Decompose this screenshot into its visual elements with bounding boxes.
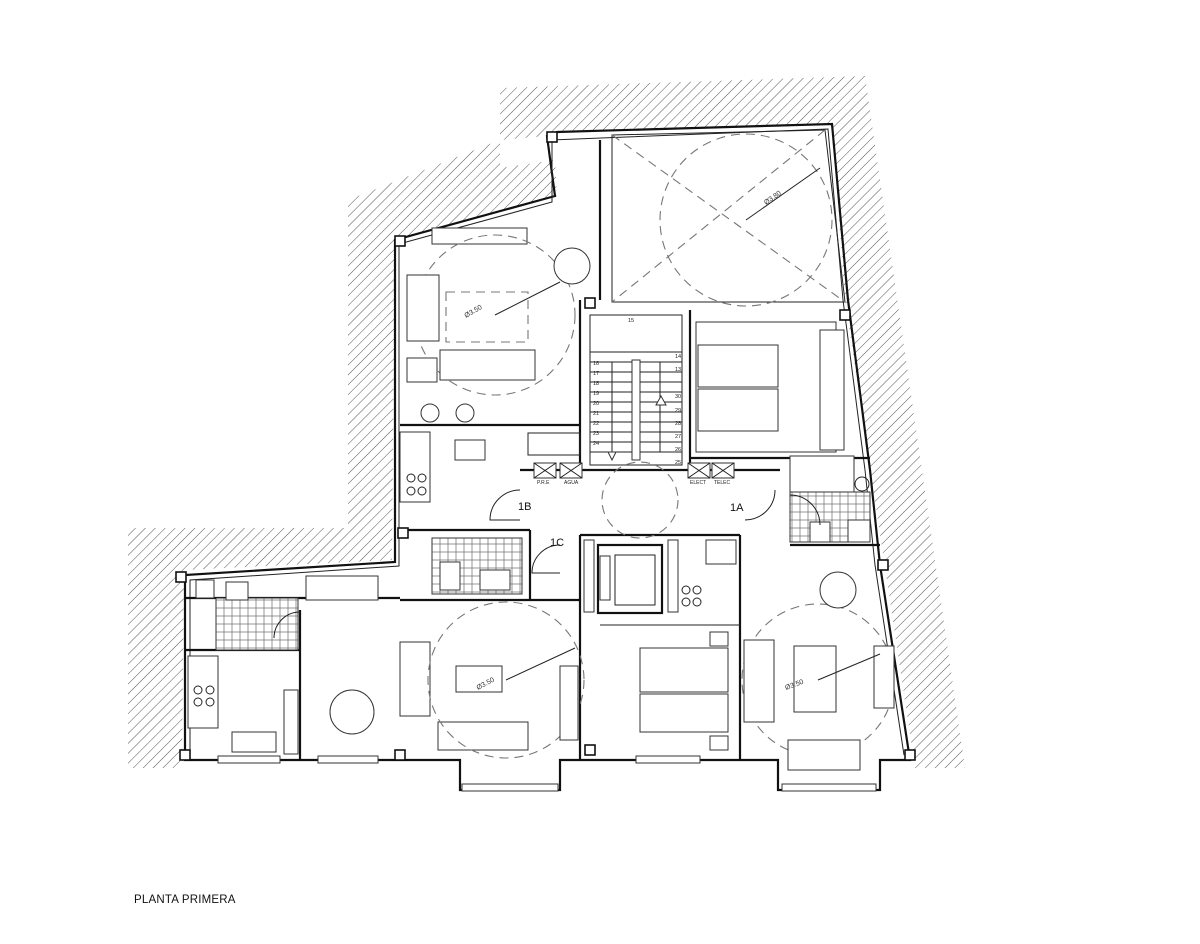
unit-1c [187,575,585,759]
unit-1b-living [406,227,591,423]
unit-1a [639,321,895,771]
step-number: 29 [675,408,681,414]
living-1b-diameter: Ø3.50 [464,304,484,320]
meter-label: TELEC [714,480,731,486]
step-number: 17 [593,371,599,377]
unit-label-1a: 1A [730,502,744,514]
columns [175,131,916,761]
step-number: 30 [675,394,681,400]
step-number: 13 [675,367,681,373]
step-number: 27 [675,434,681,440]
stair-landing-number: 15 [628,318,634,324]
meter-label: AGUA [564,480,579,486]
entrance-doors [489,489,776,574]
step-number: 26 [675,447,681,453]
patio [611,129,846,307]
meter-label: ELECT [690,480,706,486]
step-number: 28 [675,421,681,427]
step-number: 24 [593,441,599,447]
unit-label-1b: 1B [518,501,531,513]
drawing-title: PLANTA PRIMERA [134,894,236,906]
meter-label: P.R.E [537,480,550,486]
neighbour-hatching [128,76,965,768]
stair-core [589,314,683,466]
step-number: 18 [593,381,599,387]
step-number: 20 [593,401,599,407]
step-number: 21 [593,411,599,417]
interior-walls [185,140,880,760]
step-number: 22 [593,421,599,427]
facade-windows [217,755,877,792]
unit-1b-service [399,431,523,595]
step-number: 23 [593,431,599,437]
step-number: 14 [675,354,681,360]
step-number: 19 [593,391,599,397]
landing [583,461,679,615]
unit-label-1c: 1C [550,537,564,549]
step-number: 25 [675,460,681,466]
patio-diameter: Ø3.80 [763,190,783,207]
meter-cabinets [527,432,735,479]
step-number: 16 [593,361,599,367]
stair-step-numbers: 15 16 17 18 19 20 21 22 23 24 14 13 30 2… [593,318,681,466]
